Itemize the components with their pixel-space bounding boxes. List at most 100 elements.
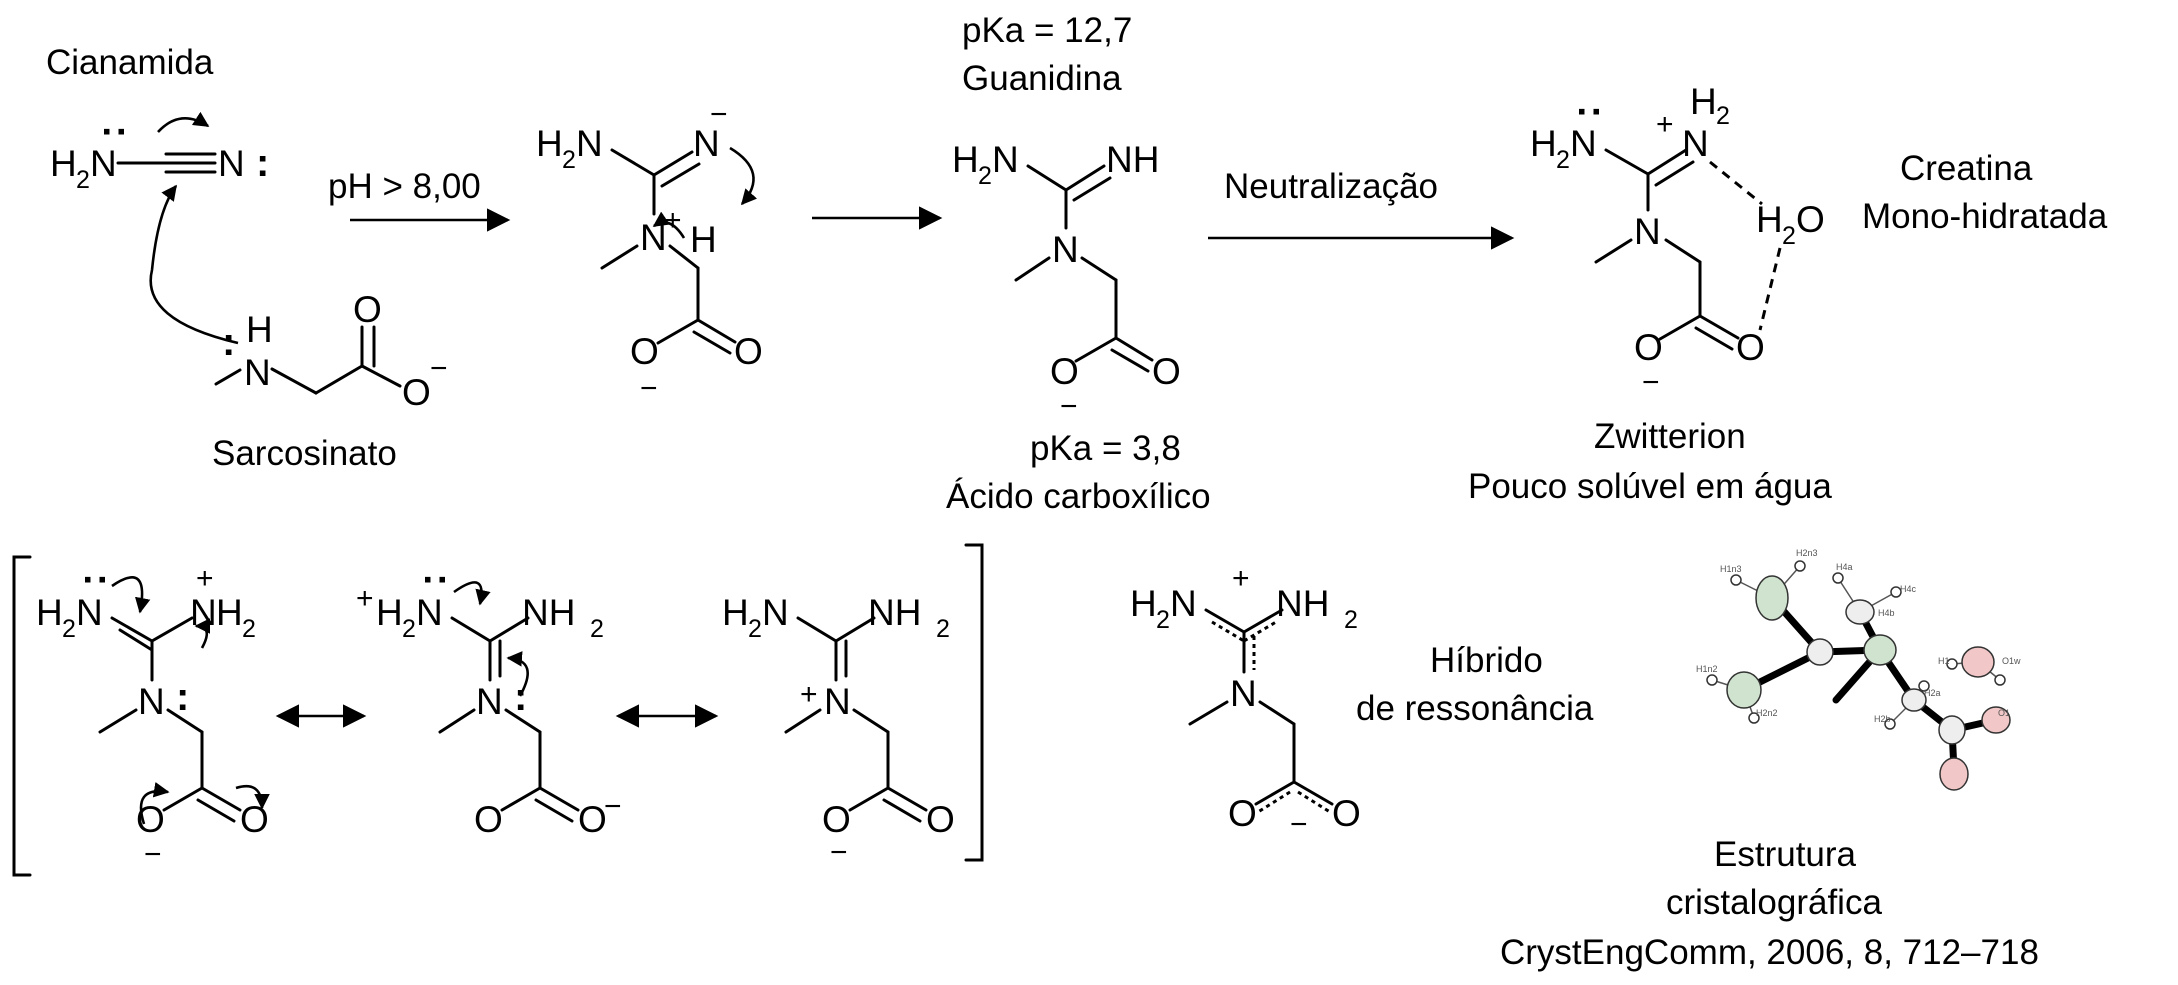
subscript-2: 2 <box>1716 102 1730 130</box>
atom-h: H <box>1756 199 1783 240</box>
partial-bond <box>1297 790 1331 814</box>
carbon-atom <box>1845 599 1875 625</box>
curved-arrow <box>652 211 686 239</box>
bond <box>150 616 194 643</box>
atom-label: O1w <box>2002 656 2021 666</box>
bond <box>1654 160 1695 187</box>
atom-n: N <box>90 143 117 184</box>
nitrogen-atom <box>1726 671 1762 709</box>
atom-h: H <box>36 592 63 633</box>
atom-label: H4a <box>1836 562 1853 572</box>
water-oxygen-atom <box>1961 646 1995 678</box>
resonance-hybrid: H 2 N + NH 2 N O − O Híbrido de ressonân… <box>1130 562 1594 841</box>
lone-pair: : <box>222 320 235 364</box>
partial-bond <box>1257 790 1291 814</box>
bond <box>1646 148 1688 176</box>
charge-minus: − <box>144 838 162 871</box>
sarcosinato-label: Sarcosinato <box>212 434 397 473</box>
hibrido-label: Híbrido <box>1430 641 1543 680</box>
atom-h: H <box>722 592 749 633</box>
charge-minus: − <box>1060 390 1078 423</box>
atom-o: O <box>734 331 763 372</box>
pka-acido-label: pKa = 3,8 <box>1030 429 1181 468</box>
bond <box>1204 608 1246 634</box>
curved-arrow <box>157 111 210 133</box>
atom-o: O <box>630 331 659 372</box>
bond <box>1114 336 1154 362</box>
sarcosinato-molecule: : H N O O − Sarcosinato <box>212 289 448 473</box>
atom-n: N <box>76 592 103 633</box>
bond <box>1188 700 1229 726</box>
left-bracket <box>12 555 32 877</box>
atom-n: N <box>416 592 443 633</box>
bond <box>1080 256 1118 282</box>
subscript-2: 2 <box>76 166 90 194</box>
bond <box>656 318 700 345</box>
bond <box>1014 256 1051 282</box>
condition-label: pH > 8,00 <box>328 167 481 206</box>
bond <box>450 616 492 643</box>
bond <box>196 798 236 823</box>
bond <box>314 364 364 395</box>
atom-nh: NH <box>868 592 921 633</box>
cianamida-label: Cianamida <box>46 43 214 82</box>
resonance-form-2: + H 2 N : NH 2 N : O O − <box>356 573 622 840</box>
bond <box>438 708 476 734</box>
charge-minus: − <box>1642 366 1660 399</box>
bond <box>214 368 242 386</box>
subscript-2: 2 <box>978 162 992 190</box>
atom-label: H4b <box>1878 608 1895 618</box>
bond <box>1026 164 1068 192</box>
bond <box>796 616 838 643</box>
zwitterion-label: Zwitterion <box>1594 417 1746 456</box>
subscript-2: 2 <box>402 615 416 643</box>
curved-arrow <box>729 146 758 206</box>
atom-h: H <box>1690 81 1717 122</box>
carbon-atom <box>1806 638 1834 666</box>
charge-minus: − <box>430 352 448 385</box>
atom-o: O <box>402 372 431 413</box>
cianamida-molecule: Cianamida H 2 N : N : <box>46 43 269 345</box>
atom-o: O <box>1736 327 1765 368</box>
hydrogen-bond <box>1709 160 1763 206</box>
atom-o: O <box>578 799 607 840</box>
atom-n: N <box>762 592 789 633</box>
bond <box>1254 780 1296 806</box>
creatina-molecule: H 2 N : + N H 2 H 2 O N O − O Creatina M… <box>1468 81 2108 506</box>
bond <box>1258 700 1296 726</box>
reference-label: CrystEngComm, 2006, 8, 712–718 <box>1500 933 2039 972</box>
reaction-arrow: pH > 8,00 <box>328 167 511 232</box>
atom-h: H <box>50 143 77 184</box>
resonance-structures: H 2 N : + N H 2 N : O − O <box>12 543 984 877</box>
crystal-atoms <box>1706 560 2011 791</box>
nitrogen-atom <box>1755 575 1789 621</box>
atom-o: O <box>1634 327 1663 368</box>
crystal-atom-labels: H1n3 H2n3 H4a H4c H4b H1n2 H2n2 H2b H2a … <box>1696 548 2021 724</box>
atom-nh: NH <box>1106 139 1159 180</box>
atom-n: N <box>138 681 165 722</box>
partial-bond <box>1243 620 1277 643</box>
atom-n: N <box>1230 673 1257 714</box>
bond <box>500 786 542 812</box>
atom-label: H4c <box>1900 584 1917 594</box>
bond <box>534 798 574 823</box>
guanidina-label: Guanidina <box>962 59 1122 98</box>
bond <box>110 616 154 643</box>
partial-bond <box>1211 620 1245 643</box>
resonance-form-3: H 2 N NH 2 + N O − O <box>722 592 955 869</box>
atom-o: O <box>926 799 955 840</box>
charge-plus: + <box>356 582 374 615</box>
bond <box>488 616 530 643</box>
bond <box>98 708 138 734</box>
bond <box>692 330 732 355</box>
atom-nh: NH <box>1276 583 1329 624</box>
crystal-bonds <box>1740 594 2000 774</box>
hibrido-label-2: de ressonância <box>1356 689 1594 728</box>
bond <box>1694 326 1734 351</box>
atom-label: H1n3 <box>1720 564 1742 574</box>
bond <box>696 318 737 344</box>
charge-minus: − <box>1290 808 1308 841</box>
atom-n: N <box>476 681 503 722</box>
atom-h: H <box>1530 123 1557 164</box>
